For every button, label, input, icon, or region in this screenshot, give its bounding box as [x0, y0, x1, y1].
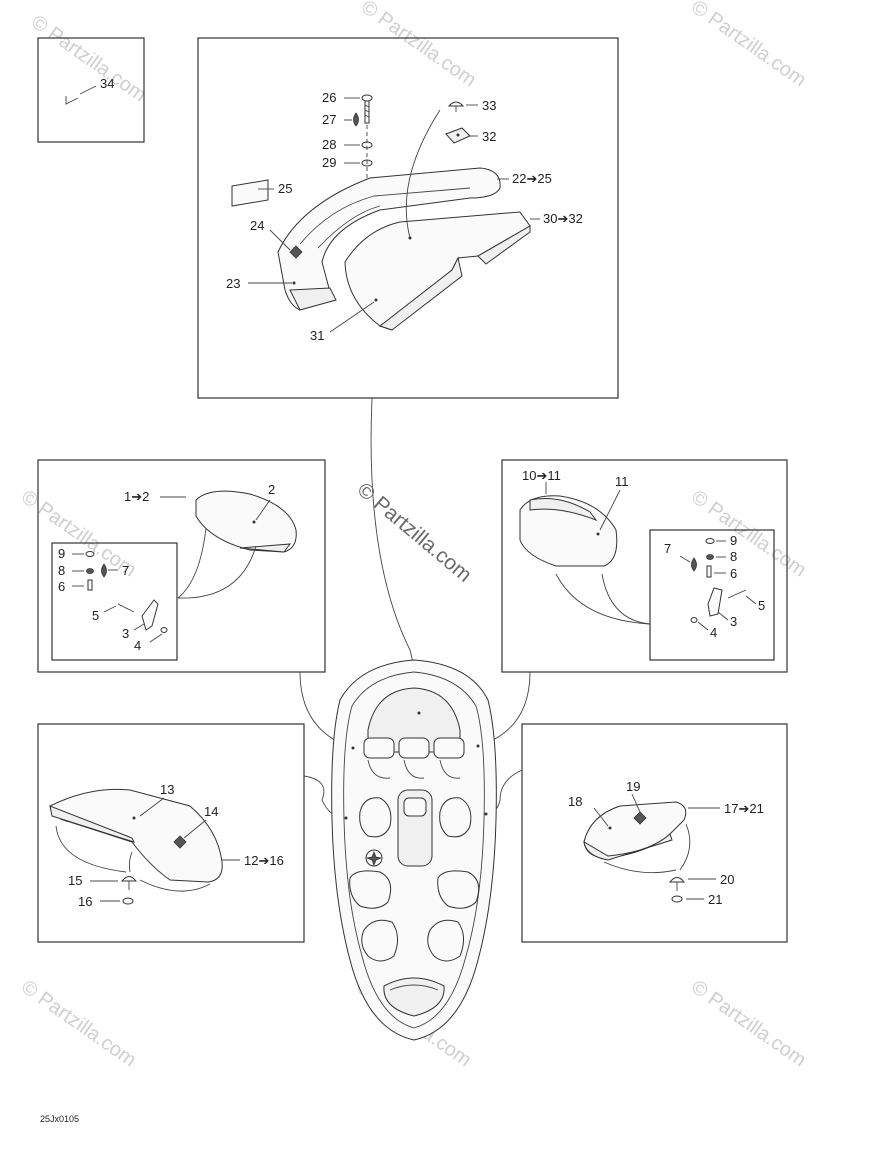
fastener-icon: [633, 811, 647, 825]
callout-24: 24: [250, 218, 264, 233]
fastener-icon: [173, 835, 187, 849]
callout-29: 29: [322, 155, 336, 170]
callout-4: 4: [710, 625, 717, 640]
watermark-tile: © Partzilla.com: [17, 976, 140, 1071]
storage-bin-icon: [519, 495, 618, 567]
figure-code: 25Jx0105: [40, 1114, 79, 1124]
callout-9: 9: [730, 533, 737, 548]
callout-30-32: 30➔32: [543, 211, 583, 226]
callout-11: 11: [615, 474, 629, 489]
callout-22-25: 22➔25: [512, 171, 552, 186]
callout-3: 3: [122, 626, 129, 641]
tether-clip-icon: [65, 96, 79, 105]
push-rivet-icon: [668, 877, 686, 883]
callout-19: 19: [626, 779, 640, 794]
callout-4: 4: [134, 638, 141, 653]
nut-icon: [353, 112, 359, 127]
watermark-tile: © Partzilla.com: [687, 0, 810, 91]
callout-8: 8: [730, 549, 737, 564]
callout-2: 2: [268, 482, 275, 497]
seat-pad-icon: [49, 788, 223, 883]
box-right-seat: 18 19 17➔21 20 21: [521, 723, 788, 943]
watermark-tile: © Partzilla.com: [687, 976, 810, 1071]
fastener-icon: [289, 245, 303, 259]
callout-7: 7: [122, 563, 129, 578]
seat-pad-icon: [583, 801, 687, 859]
box-left-seat: 13 14 12➔16 15 16: [37, 723, 305, 943]
callout-23: 23: [226, 276, 240, 291]
callout-33: 33: [482, 98, 496, 113]
push-rivet-icon: [120, 876, 138, 882]
callout-5: 5: [92, 608, 99, 623]
callout-6: 6: [58, 579, 65, 594]
callout-27: 27: [322, 112, 336, 127]
callout-18: 18: [568, 794, 582, 809]
callout-1-2: 1➔2: [124, 489, 149, 504]
seat-cushion-icon: [344, 211, 531, 331]
callout-32: 32: [482, 129, 496, 144]
watermark-center: © Partzilla.com: [353, 478, 476, 587]
callout-20: 20: [720, 872, 734, 887]
watermark-tile: © Partzilla.com: [27, 11, 150, 106]
callout-34: 34: [100, 76, 114, 91]
boat-hull-icon: [331, 659, 497, 1041]
callout-7: 7: [664, 541, 671, 556]
decal-icon: [231, 179, 269, 207]
bracket-icon: [707, 587, 723, 617]
bracket-icon: [141, 599, 159, 631]
push-nut-icon: [447, 101, 465, 107]
callout-28: 28: [322, 137, 336, 152]
backrest-icon: [277, 167, 501, 311]
watermark-tile: © Partzilla.com: [687, 486, 810, 581]
callout-10-11: 10➔11: [522, 468, 561, 483]
callout-5: 5: [758, 598, 765, 613]
callout-26: 26: [322, 90, 336, 105]
callout-6: 6: [730, 566, 737, 581]
callout-21: 21: [708, 892, 722, 907]
callout-9: 9: [58, 546, 65, 561]
callout-13: 13: [160, 782, 174, 797]
callout-8: 8: [58, 563, 65, 578]
callout-17-21: 17➔21: [724, 801, 764, 816]
armrest-icon: [195, 490, 297, 553]
callout-12-16: 12➔16: [244, 853, 284, 868]
callout-25: 25: [278, 181, 292, 196]
callout-3: 3: [730, 614, 737, 629]
box-part-34: 34: [37, 37, 145, 143]
callout-15: 15: [68, 873, 82, 888]
callout-31: 31: [310, 328, 324, 343]
box-left-armrest: 1➔2 2 9 8 7 6 5 3 4: [37, 459, 326, 673]
callout-14: 14: [204, 804, 218, 819]
box-upper-seat: 26 27 28 29 25 33 32 22➔25 24: [197, 37, 619, 399]
watermark-tile: © Partzilla.com: [357, 0, 480, 91]
box-right-armrest: 10➔11 11 9 8 7 6 5 3 4: [501, 459, 788, 673]
callout-16: 16: [78, 894, 92, 909]
